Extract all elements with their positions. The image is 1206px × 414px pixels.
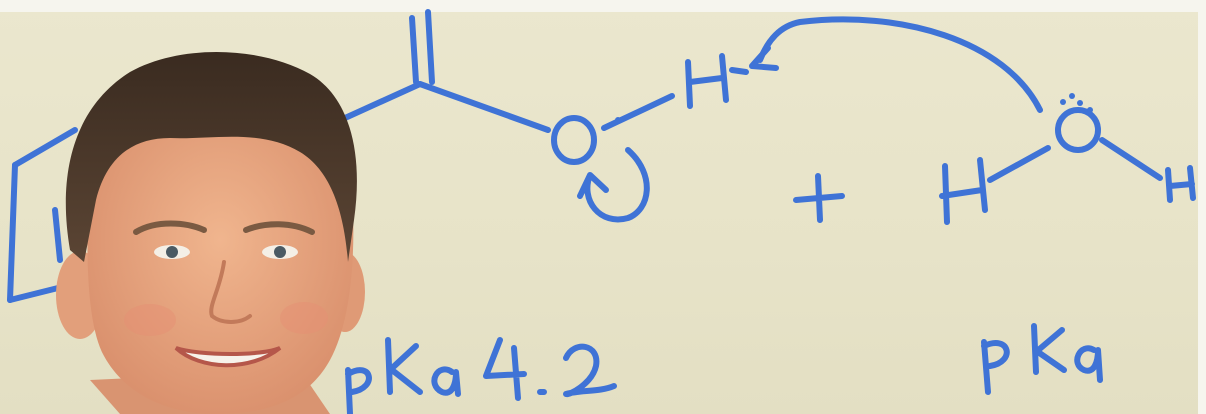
handwritten-pka-right [981, 323, 1103, 395]
water-bond-right [1099, 137, 1163, 181]
water-lone-pair-dot-4 [1087, 107, 1093, 113]
iris-right [274, 246, 286, 258]
frame-top-edge [0, 0, 1206, 12]
chain-bond-left [342, 81, 423, 121]
water-lone-pair-dot-1 [1060, 99, 1066, 105]
hair [65, 51, 357, 262]
water-lone-pair-dot-2 [1069, 93, 1075, 99]
handwritten-pka-4-2 [345, 337, 617, 414]
plus-sign [793, 173, 845, 223]
ring-bond-top [12, 127, 78, 168]
water-oxygen-ring [1055, 107, 1101, 153]
carbonyl-bond-b [425, 9, 435, 85]
cheek-right [280, 302, 328, 334]
electron-curl-arrow [577, 147, 650, 223]
carbonyl-bond-a [409, 15, 419, 85]
nose [209, 260, 252, 324]
water-h-right-letter [1165, 165, 1196, 203]
eyebrow-left [133, 220, 207, 235]
iris-left [166, 246, 178, 258]
water-bond-left [987, 145, 1051, 183]
water-lone-pair-dot-3 [1077, 100, 1083, 106]
eyebrow-right [243, 221, 315, 235]
acid-oxygen-ring [551, 115, 597, 165]
frame-right-edge [1198, 0, 1206, 414]
ring-inner-bond [52, 207, 63, 263]
proton-transfer-arrow [749, 16, 1043, 113]
smiling-mouth [174, 346, 282, 368]
cheek-left [124, 304, 176, 336]
acid-h-letter [685, 53, 749, 109]
chain-bond-right [417, 81, 551, 133]
ring-bond-left [7, 162, 18, 303]
oh-bond [601, 93, 675, 131]
water-h-left-letter [939, 157, 988, 225]
